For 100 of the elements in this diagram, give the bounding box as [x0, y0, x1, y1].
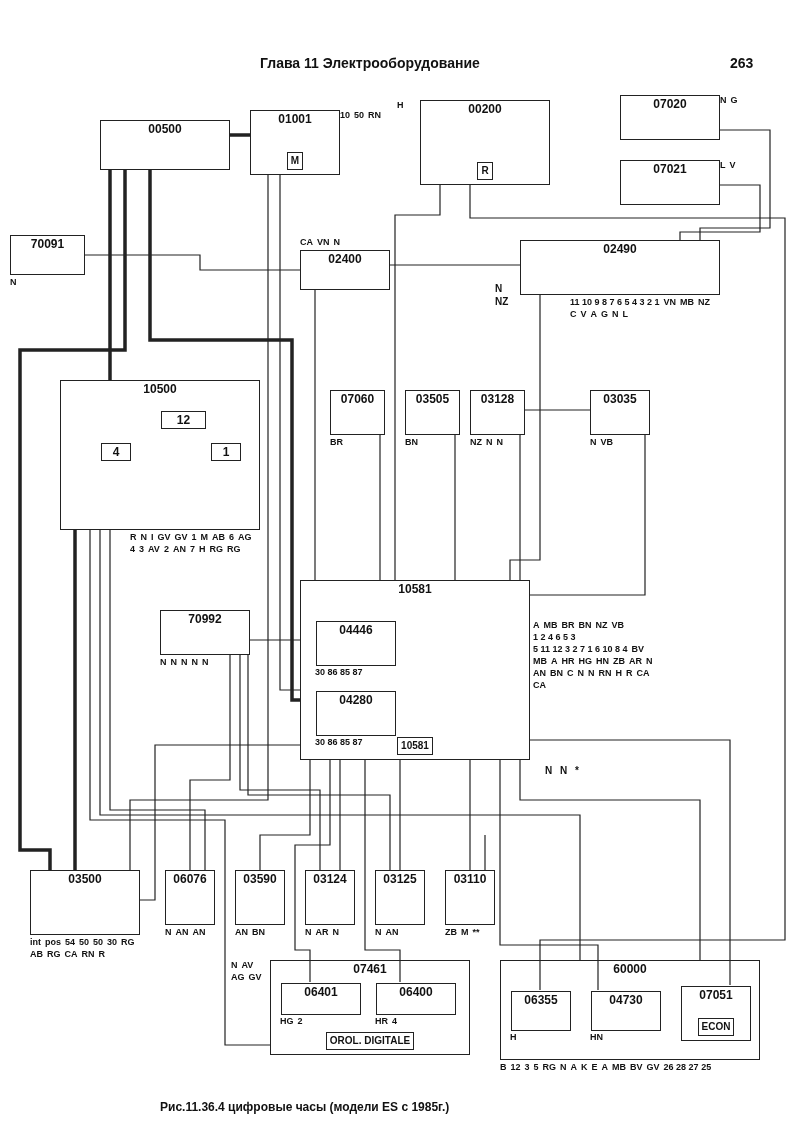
component-box: [500, 960, 760, 1060]
component-box: [620, 160, 720, 205]
wire-code: MB: [612, 1062, 627, 1073]
wire-code: 5: [533, 1062, 539, 1073]
wire-code: HR: [561, 656, 575, 667]
wire: [519, 759, 701, 961]
wire-code: RN: [81, 949, 95, 960]
wire-code: V: [580, 309, 587, 320]
component-box: [316, 621, 396, 666]
component-box: [511, 991, 571, 1031]
wire: [148, 170, 300, 702]
wire-code: CA: [533, 680, 546, 691]
component-label: ECON: [697, 1018, 735, 1036]
component-code: 06400: [398, 984, 434, 1000]
wire: [247, 654, 391, 871]
wire: [108, 170, 112, 380]
component-code: 1: [221, 444, 231, 460]
wire-code: CA: [64, 949, 78, 960]
wire-code: 4: [392, 1016, 397, 1027]
wire-code: NZ: [495, 296, 509, 307]
wire-code: BN: [405, 437, 418, 448]
wire-code: BR: [330, 437, 343, 448]
component-box: [420, 100, 550, 185]
component-box: [300, 580, 530, 760]
wire: [73, 530, 77, 870]
wire-code: A: [551, 656, 558, 667]
component-code: 06401: [303, 984, 339, 1000]
wire-code: G: [601, 309, 609, 320]
wire: [189, 654, 231, 871]
wire-code: AB: [212, 532, 226, 543]
component-code: 06355: [523, 992, 559, 1008]
wire-code: AG: [238, 532, 252, 543]
wire-code: MB: [680, 297, 695, 308]
wire: [389, 264, 521, 266]
wire-code: RG: [542, 1062, 557, 1073]
wire-code: N: [140, 532, 147, 543]
wire-code: GV: [646, 1062, 660, 1073]
wire: [314, 289, 316, 581]
wire-code: I: [151, 532, 154, 543]
wire: [18, 170, 127, 870]
wire: [249, 639, 301, 641]
wire-code: AN: [175, 927, 189, 938]
wire-code: M: [200, 532, 209, 543]
wire-code: AG: [231, 972, 245, 983]
wire: [529, 739, 731, 986]
wire: [89, 529, 271, 1046]
component-box: [60, 380, 260, 530]
wire-code: AN: [533, 668, 546, 679]
wire-code: N: [10, 277, 17, 288]
wire-code: *: [575, 765, 579, 776]
wire: [230, 133, 250, 137]
component-code: 03590: [242, 871, 278, 887]
wire-code: RG: [47, 949, 61, 960]
component-label: 10581: [397, 737, 433, 755]
wire-code: GV: [248, 972, 262, 983]
component-code: 04446: [338, 622, 374, 638]
wire: [379, 434, 381, 581]
component-box: [520, 240, 720, 295]
wire-code: N: [305, 927, 312, 938]
wire: [279, 174, 301, 691]
component-code: 07060: [339, 391, 376, 407]
component-code: 00200: [467, 101, 503, 117]
wire: [679, 184, 761, 241]
wire-code: NZ: [595, 620, 608, 631]
wire-code: M: [461, 927, 469, 938]
component-box: [591, 991, 661, 1031]
wire-code: N: [646, 656, 653, 667]
wire-code: N: [612, 309, 619, 320]
wire-code: 12: [510, 1062, 521, 1073]
wire-code: 10: [340, 110, 350, 121]
component-box: [30, 870, 140, 935]
component-box: [270, 960, 470, 1055]
page-number: 263: [730, 55, 754, 71]
wire-code: BV: [631, 644, 645, 655]
wire-code: V: [729, 160, 736, 171]
component-code: 02490: [602, 241, 638, 257]
component-box: [235, 870, 285, 925]
wire: [519, 434, 521, 581]
component-box: [470, 390, 525, 435]
component-box: [211, 443, 241, 461]
wire-code: C: [570, 309, 577, 320]
component-code: 12: [175, 412, 192, 428]
wire-code: G: [730, 95, 738, 106]
wire-code: N: [495, 283, 503, 294]
wire-code: VN: [663, 297, 677, 308]
wire-code: RN: [598, 668, 612, 679]
wire-code: N: [332, 927, 339, 938]
wire: [699, 129, 771, 241]
component-code: 07021: [652, 161, 688, 177]
wire-code: 4: [130, 544, 135, 555]
wire-code: H: [198, 544, 206, 555]
wire-code: 26 28 27 25: [663, 1062, 712, 1073]
component-code: 70091: [29, 236, 66, 252]
wire-code: 3: [524, 1062, 530, 1073]
component-box: [250, 110, 340, 175]
wire-code: K: [581, 1062, 588, 1073]
wire-code: ZB: [613, 656, 625, 667]
component-box: [590, 390, 650, 435]
wire-code: B: [500, 1062, 507, 1073]
component-code: 03110: [452, 871, 488, 887]
